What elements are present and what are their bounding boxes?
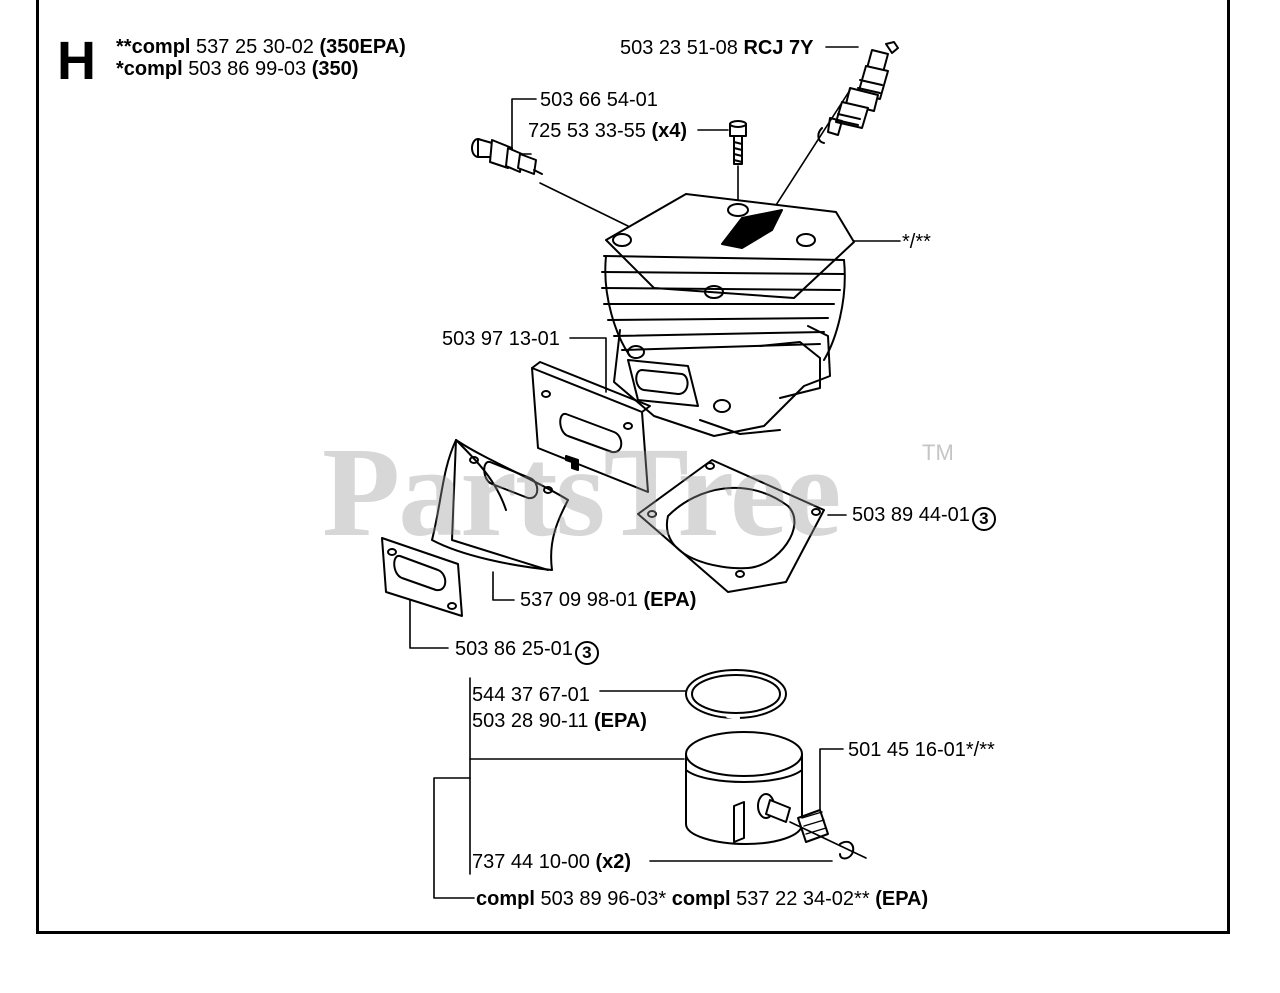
footer-compl-prefix: compl [476,888,535,910]
quantity-badge: 3 [574,641,599,665]
insulator-plate [531,361,651,493]
part-number: 503 23 51-08 [620,37,738,59]
screw-label[interactable]: 725 53 33-55 (x4) [528,120,687,142]
needle-bearing-label[interactable]: 501 45 16-01*/** [848,739,995,761]
footer-compl-prefix: compl [671,888,731,910]
section-letter: H [57,31,96,91]
piston [685,731,803,845]
part-note: */** [902,231,931,253]
cylinder [601,193,855,437]
watermark-trademark: TM [922,440,954,465]
part-number: 544 37 67-01 [472,684,590,706]
part-number: 503 97 13-01 [442,328,560,350]
part-number: 737 44 10-00 [472,851,590,873]
header-part-number: 537 25 30-02 [196,36,314,58]
part-number: 503 66 54-01 [540,89,658,111]
part-number: 537 09 98-01 [520,589,638,611]
cylinder-screw [729,89,851,231]
piston-pin-bearing [765,799,867,860]
part-number: 503 86 25-01 [455,638,573,660]
spark-plug-label[interactable]: 503 23 51-08 RCJ 7Y [620,37,813,59]
part-number: 503 28 90-11 [472,710,589,732]
decompression-valve-label[interactable]: 503 66 54-01 [540,89,658,111]
decompression-valve [471,138,543,175]
quantity-badge: 3 [971,507,996,531]
header-line-2: *compl 503 86 99-03 (350) [116,58,358,80]
cylinder-label[interactable]: */** [902,231,931,253]
heat-shield [431,439,569,571]
footer-part-number: 537 22 34-02** [736,888,870,910]
header-part-number: 503 86 99-03 [188,58,307,80]
header-compl-prefix: **compl [116,36,191,58]
cylinder-gasket [637,459,825,593]
part-note: (EPA) [643,589,697,611]
footer-model-note: (EPA) [875,888,929,910]
part-number: 503 89 44-01 [852,504,970,526]
part-note: (EPA) [593,710,647,732]
footer-part-number: 503 89 96-03* [540,888,667,910]
part-number: 501 45 16-01*/** [848,739,995,761]
insulator-plate-label[interactable]: 503 97 13-01 [442,328,560,350]
header-line-1: **compl 537 25 30-02 (350EPA) [116,36,406,58]
heat-shield-label[interactable]: 537 09 98-01 (EPA) [520,589,696,611]
piston-ring-label[interactable]: 544 37 67-01 [472,684,590,706]
part-note: (x4) [651,120,688,142]
circlip-label[interactable]: 737 44 10-00 (x2) [472,851,631,873]
muffler-gasket [381,537,463,617]
piston-ring [685,669,787,720]
leader-lines [409,46,901,899]
spark-plug [817,41,899,144]
part-number: 725 53 33-55 [528,120,646,142]
header-compl-prefix: *compl [116,58,183,80]
header-model-note: (350EPA) [319,36,406,58]
part-note: (x2) [595,851,632,873]
part-note: RCJ 7Y [743,37,814,59]
header-model-note: (350) [311,58,359,80]
piston-ring-epa-label[interactable]: 503 28 90-11 (EPA) [472,710,647,732]
piston-assembly-label[interactable]: compl 503 89 96-03* compl 537 22 34-02**… [476,888,928,910]
